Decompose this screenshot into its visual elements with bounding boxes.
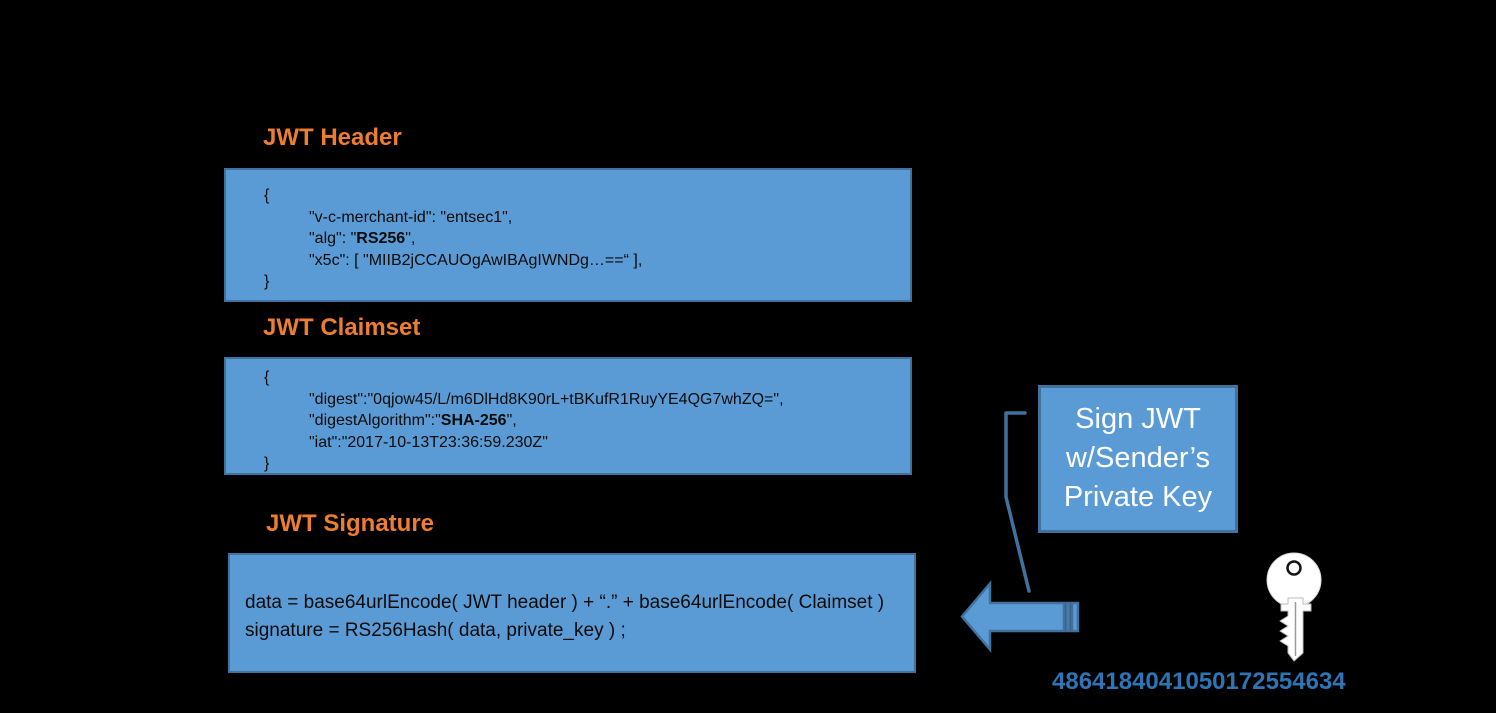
private-key-number: 4864184041050172554634: [1052, 668, 1346, 695]
code-line: }: [264, 455, 270, 472]
code-line: signature = RS256Hash( data, private_key…: [245, 620, 626, 641]
sign-jwt-callout: Sign JWT w/Sender’s Private Key: [1038, 385, 1238, 533]
code-line: {: [264, 369, 270, 386]
jwt-claimset-title: JWT Claimset: [263, 314, 421, 341]
jwt-signature-box: data = base64urlEncode( JWT header ) + “…: [228, 553, 916, 673]
key-icon: [1266, 552, 1322, 662]
jwt-signature-title: JWT Signature: [266, 510, 435, 537]
code-line: "alg": "RS256",: [309, 230, 416, 247]
connector-line: [1004, 411, 1031, 593]
sign-jwt-callout-line: Sign JWT: [1075, 403, 1201, 435]
code-line: {: [264, 187, 270, 204]
jwt-header-title: JWT Header: [263, 124, 402, 151]
code-line: "digest":"0qjow45/L/m6DlHd8K90rL+tBKufR1…: [309, 390, 784, 408]
code-line: }: [264, 273, 270, 290]
code-line: "iat":"2017-10-13T23:36:59.230Z": [309, 433, 548, 451]
jwt-claimset-box: { "digest":"0qjow45/L/m6DlHd8K90rL+tBKufR…: [224, 357, 912, 475]
jwt-header-box: { "v-c-merchant-id": "entsec1", "alg": "RS…: [224, 168, 912, 302]
left-arrow-icon: [960, 580, 1080, 653]
sign-jwt-callout-line: Private Key: [1063, 481, 1213, 513]
code-line: "x5c": [ "MIIB2jCCAUOgAwIBAgIWNDg…==“ ],: [309, 251, 643, 269]
code-line: "digestAlgorithm":"SHA-256",: [309, 412, 517, 429]
sign-jwt-callout-line: w/Sender’s: [1065, 442, 1210, 474]
code-line: data = base64urlEncode( JWT header ) + “…: [245, 592, 885, 613]
code-line: "v-c-merchant-id": "entsec1",: [309, 208, 513, 226]
